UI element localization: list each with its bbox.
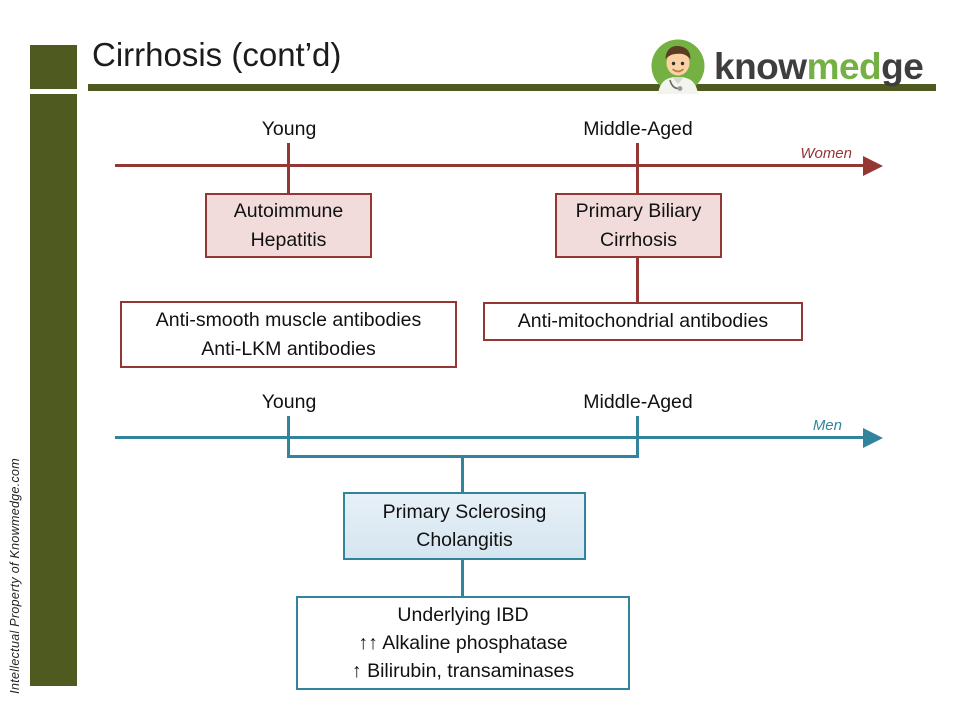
pbc-connector-line <box>636 256 639 303</box>
women-timeline-line <box>115 164 865 167</box>
knowmedge-logo: knowmedge <box>650 38 924 94</box>
men-tick-label-young: Young <box>261 391 317 413</box>
men-center-connector-line <box>461 455 464 493</box>
box-primary-sclerosing-cholangitis: Primary Sclerosing Cholangitis <box>343 492 586 560</box>
box-asma-line1: Anti-smooth muscle antibodies <box>155 309 422 332</box>
box-primary-biliary-cirrhosis: Primary Biliary Cirrhosis <box>555 193 722 258</box>
box-ama-line1: Anti-mitochondrial antibodies <box>517 310 769 333</box>
men-young-tick-line <box>287 416 290 458</box>
title-underline <box>88 84 936 91</box>
accent-square <box>30 45 77 89</box>
box-ibd-line3: ↑ Bilirubin, transaminases <box>351 660 575 683</box>
box-ibd-line1: Underlying IBD <box>397 603 529 626</box>
doctor-avatar-icon <box>651 39 705 94</box>
men-axis-label: Men <box>812 417 842 434</box>
logo-text-ge: ge <box>881 45 924 87</box>
women-timeline-arrow-icon <box>863 156 883 176</box>
men-middle-aged-tick-line <box>636 416 639 458</box>
box-ibd-line2: ↑↑ Alkaline phosphatase <box>358 631 568 654</box>
box-primary-biliary-cirrhosis-line1: Primary Biliary <box>575 200 702 223</box>
women-axis-label: Women <box>800 145 852 162</box>
women-tick-label-middle-aged: Middle-Aged <box>583 118 693 140</box>
box-autoimmune-hepatitis-line1: Autoimmune <box>233 200 344 223</box>
logo-text-know: know <box>714 45 807 87</box>
box-anti-mitochondrial-antibodies: Anti-mitochondrial antibodies <box>483 302 803 341</box>
box-psc-line2: Cholangitis <box>416 529 513 551</box>
men-timeline-line <box>115 436 865 439</box>
logo-wordmark: knowmedge <box>714 45 924 87</box>
box-underlying-ibd: Underlying IBD ↑↑ Alkaline phosphatase ↑… <box>296 596 630 690</box>
men-timeline-arrow-icon <box>863 428 883 448</box>
logo-text-med: med <box>806 45 882 87</box>
page-title: Cirrhosis (cont’d) <box>92 36 342 73</box>
box-anti-smooth-muscle-antibodies: Anti-smooth muscle antibodies Anti-LKM a… <box>120 301 457 368</box>
women-middle-aged-tick-line <box>636 143 639 193</box>
box-autoimmune-hepatitis-line2: Hepatitis <box>250 228 327 251</box>
box-autoimmune-hepatitis: Autoimmune Hepatitis <box>205 193 372 258</box>
box-psc-line1: Primary Sclerosing <box>382 500 547 523</box>
sidebar-accent-bar <box>30 94 77 686</box>
psc-connector-line <box>461 558 464 597</box>
women-young-tick-line <box>287 143 290 193</box>
men-tick-label-middle-aged: Middle-Aged <box>583 391 693 413</box>
box-asma-line2: Anti-LKM antibodies <box>201 337 376 360</box>
box-primary-biliary-cirrhosis-line2: Cirrhosis <box>600 228 677 251</box>
watermark-text: Intellectual Property of Knowmedge.com <box>8 458 22 694</box>
women-tick-label-young: Young <box>261 118 317 140</box>
